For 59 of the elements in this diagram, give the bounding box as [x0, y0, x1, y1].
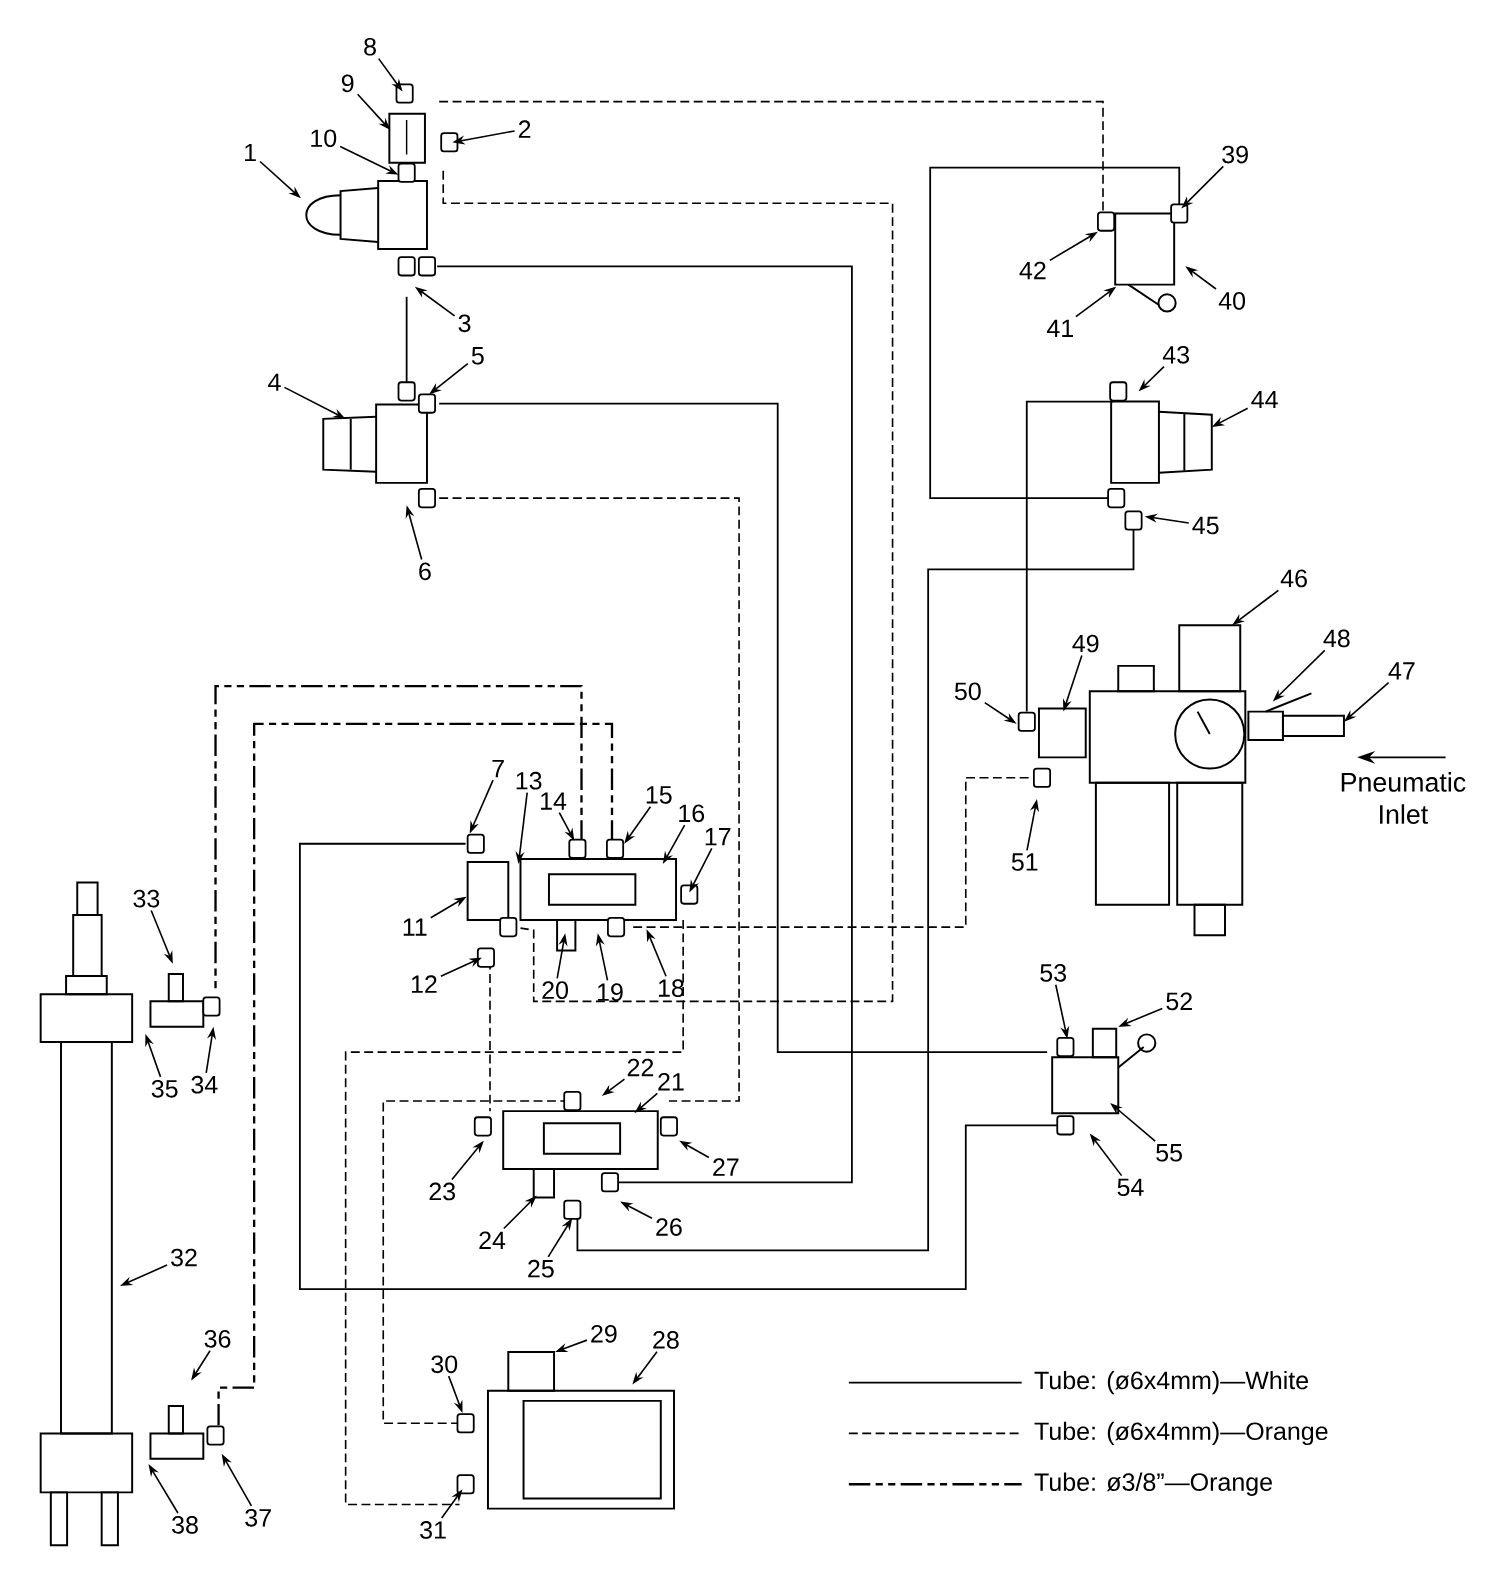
callout-number: 43 [1162, 345, 1189, 364]
callout-number: 51 [1011, 853, 1038, 871]
callout-number: 53 [1040, 964, 1066, 982]
callout-number: 19 [597, 983, 623, 1002]
callout-number: 36 [204, 1330, 231, 1348]
callout-number: 13 [516, 771, 542, 790]
callout-number: 21 [658, 1072, 684, 1091]
callout-number: 10 [311, 129, 336, 148]
legend-text: Tube: ø3/8”—Orange [1034, 1472, 1272, 1496]
callout-number: 52 [1166, 992, 1192, 1011]
callout-number: 20 [542, 981, 568, 999]
callout-number: 49 [1072, 634, 1099, 653]
callout-number: 24 [479, 1231, 505, 1249]
callout-number: 9 [341, 74, 354, 93]
callout-number: 5 [471, 347, 484, 365]
callout-number: 28 [653, 1331, 679, 1349]
inlet-label: Pneumatic Inlet [1341, 772, 1466, 824]
legend-text: Tube: (ø6x4mm)—White [1034, 1370, 1308, 1395]
callout-number: 1 [244, 143, 256, 162]
callout-number: 3 [458, 314, 471, 333]
legend-text: Tube: (ø6x4mm)—Orange [1034, 1421, 1328, 1446]
callout-number: 32 [170, 1248, 197, 1267]
callout-number: 40 [1218, 292, 1245, 310]
callout-number: 33 [133, 889, 159, 908]
callout-number: 45 [1192, 516, 1219, 535]
callout-number: 46 [1280, 569, 1307, 588]
callout-number: 27 [712, 1158, 739, 1176]
callout-number: 41 [1046, 319, 1073, 337]
callout-number: 16 [679, 804, 704, 823]
callout-number: 47 [1388, 662, 1415, 680]
callout-number: 35 [151, 1079, 178, 1098]
callout-number: 25 [527, 1259, 554, 1278]
callout-number: 37 [245, 1508, 271, 1527]
callout-number: 48 [1323, 629, 1350, 648]
callout-number: 30 [431, 1355, 457, 1374]
callout-number: 29 [591, 1324, 617, 1343]
callout-number: 22 [627, 1058, 653, 1077]
callout-number: 23 [429, 1182, 455, 1201]
callout-number: 44 [1251, 390, 1278, 409]
callout-number: 42 [1019, 261, 1046, 280]
callout-number: 2 [518, 120, 531, 138]
callout-number: 38 [171, 1516, 198, 1534]
callout-number: 55 [1155, 1144, 1182, 1162]
callout-number: 34 [191, 1075, 218, 1094]
callout-number: 12 [411, 975, 437, 993]
callout-number: 11 [403, 918, 427, 936]
callout-number: 54 [1117, 1178, 1144, 1197]
callout-number: 17 [705, 828, 731, 846]
callout-number: 18 [658, 979, 684, 997]
callout-number: 39 [1221, 145, 1248, 164]
callout-number: 26 [656, 1218, 682, 1236]
callout-number: 8 [363, 37, 376, 56]
callout-number: 6 [419, 562, 431, 581]
callout-number: 31 [419, 1521, 446, 1539]
callout-number: 14 [540, 792, 566, 810]
callout-number: 50 [954, 682, 981, 701]
callout-number: 4 [267, 373, 281, 391]
callout-number: 7 [492, 759, 504, 778]
callout-number: 15 [646, 786, 672, 804]
